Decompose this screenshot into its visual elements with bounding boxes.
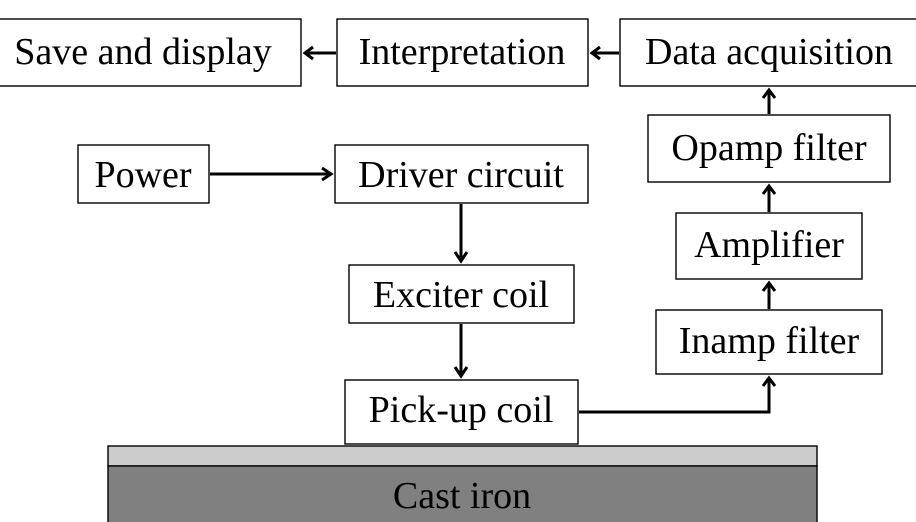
exciter-coil-block: Exciter coil	[348, 264, 575, 324]
exciter-coil-label: Exciter coil	[373, 274, 549, 316]
power-block: Power	[77, 144, 210, 204]
arrow-amplifier-to-opamp	[761, 183, 777, 212]
pickup-coil-block: Pick-up coil	[344, 379, 579, 445]
opamp-filter-label: Opamp filter	[671, 127, 867, 169]
inamp-filter-label: Inamp filter	[679, 320, 860, 362]
arrow-exciter-to-pickup	[453, 324, 469, 379]
data-acquisition-block: Data acquisition	[619, 18, 916, 87]
opamp-filter-block: Opamp filter	[647, 114, 891, 183]
arrow-driver-to-exciter	[453, 204, 469, 264]
coating-layer	[107, 445, 818, 467]
interpretation-label: Interpretation	[359, 31, 566, 73]
driver-circuit-block: Driver circuit	[334, 144, 589, 204]
interpretation-block: Interpretation	[336, 18, 589, 87]
cast-iron-label: Cast iron	[393, 475, 531, 517]
arrow-acquisition-to-interpretation	[589, 45, 619, 61]
arrow-opamp-to-acquisition	[761, 87, 777, 114]
driver-circuit-label: Driver circuit	[358, 154, 564, 196]
save-and-display-label: Save and display	[14, 31, 272, 73]
data-acquisition-label: Data acquisition	[645, 31, 893, 73]
arrow-pickup-to-inamp	[579, 375, 777, 414]
arrow-inamp-to-amplifier	[761, 280, 777, 309]
amplifier-block: Amplifier	[675, 212, 863, 280]
arrow-interpretation-to-save	[302, 45, 336, 61]
inamp-filter-block: Inamp filter	[655, 309, 883, 375]
save-and-display-block: Save and display	[0, 18, 302, 87]
pickup-coil-label: Pick-up coil	[369, 389, 554, 431]
amplifier-label: Amplifier	[694, 224, 844, 266]
cast-iron-specimen: Cast iron	[107, 445, 818, 522]
arrow-power-to-driver	[210, 166, 334, 182]
cast-iron-body	[107, 465, 818, 522]
power-label: Power	[94, 154, 191, 196]
